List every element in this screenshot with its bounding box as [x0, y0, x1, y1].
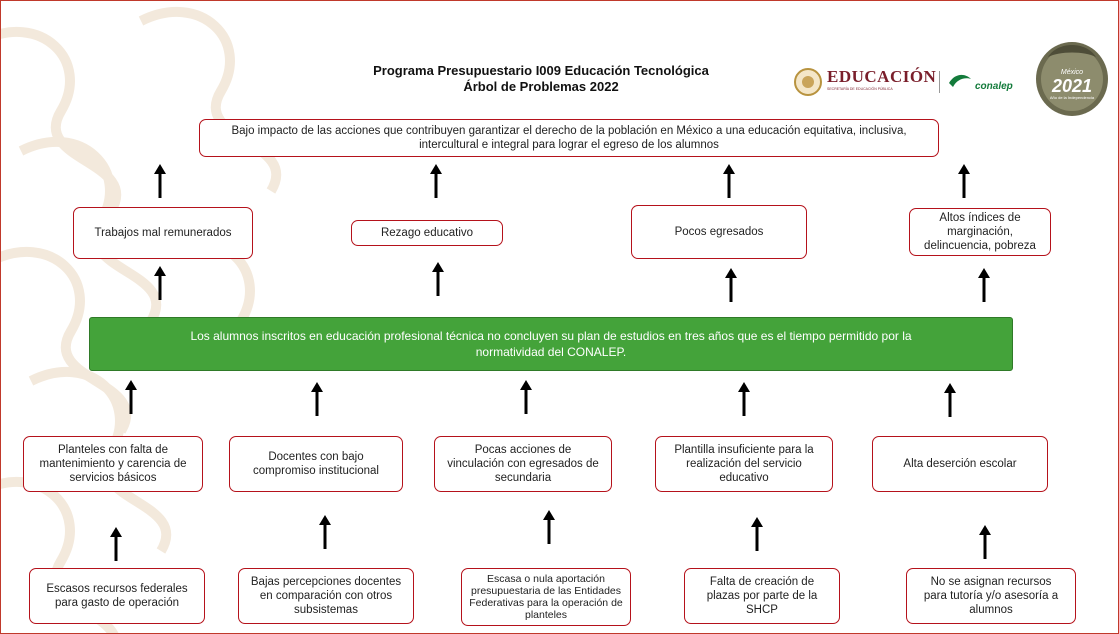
educacion-logo-text: EDUCACIÓN — [827, 67, 937, 86]
arrow-up-icon — [978, 268, 990, 302]
arrow-up-icon — [944, 383, 956, 417]
root-cause-box-5: No se asignan recursos para tutoría y/o … — [906, 568, 1076, 624]
title-line-1: Programa Presupuestario I009 Educación T… — [373, 63, 709, 78]
effect-box-4: Altos índices de marginación, delincuenc… — [909, 208, 1051, 256]
page-title: Programa Presupuestario I009 Educación T… — [301, 63, 781, 95]
conalep-emblem-icon — [949, 74, 971, 87]
arrow-up-icon — [520, 380, 532, 414]
arrow-up-icon — [751, 517, 763, 551]
seal-line-3: Año de la Independencia — [1049, 95, 1095, 100]
arrow-up-icon — [110, 527, 122, 561]
arrow-up-icon — [738, 382, 750, 416]
effect-box-2: Rezago educativo — [351, 220, 503, 246]
root-cause-box-4: Falta de creación de plazas por parte de… — [684, 568, 840, 624]
arrow-up-icon — [958, 164, 970, 198]
root-cause-box-1: Escasos recursos federales para gasto de… — [29, 568, 205, 624]
arrow-up-icon — [979, 525, 991, 559]
mexico-2021-seal-icon — [1036, 42, 1108, 116]
logo-divider — [939, 71, 940, 93]
arrow-up-icon — [319, 515, 331, 549]
arrow-up-icon — [311, 382, 323, 416]
cause-box-4: Plantilla insuficiente para la realizaci… — [655, 436, 833, 492]
arrow-up-icon — [725, 268, 737, 302]
root-cause-box-3: Escasa o nula aportación presupuestaria … — [461, 568, 631, 626]
cause-box-1: Planteles con falta de mantenimiento y c… — [23, 436, 203, 492]
arrow-up-icon — [543, 510, 555, 544]
conalep-logo-text: conalep — [975, 81, 1013, 92]
educacion-emblem-icon — [794, 68, 822, 96]
root-cause-box-2: Bajas percepciones docentes en comparaci… — [238, 568, 414, 624]
educacion-logo: EDUCACIÓN SECRETARÍA DE EDUCACIÓN PÚBLIC… — [827, 67, 936, 91]
cause-box-5: Alta deserción escolar — [872, 436, 1048, 492]
cause-box-2: Docentes con bajo compromiso institucion… — [229, 436, 403, 492]
educacion-logo-subtext: SECRETARÍA DE EDUCACIÓN PÚBLICA — [827, 87, 893, 91]
arrow-up-icon — [430, 164, 442, 198]
seal-text: México 2021 Año de la Independencia — [1041, 69, 1103, 100]
arrow-up-icon — [154, 266, 166, 300]
seal-line-1: México — [1060, 69, 1084, 76]
seal-line-2: 2021 — [1051, 76, 1093, 96]
arrow-up-icon — [432, 262, 444, 296]
arrow-up-icon — [125, 380, 137, 414]
title-line-2: Árbol de Problemas 2022 — [463, 79, 619, 94]
cause-box-3: Pocas acciones de vinculación con egresa… — [434, 436, 612, 492]
effect-box-1: Trabajos mal remunerados — [73, 207, 253, 259]
arrow-up-icon — [723, 164, 735, 198]
arrow-up-icon — [154, 164, 166, 198]
effect-box-3: Pocos egresados — [631, 205, 807, 259]
central-problem: Los alumnos inscritos en educación profe… — [89, 317, 1013, 371]
effect-top-box: Bajo impacto de las acciones que contrib… — [199, 119, 939, 157]
